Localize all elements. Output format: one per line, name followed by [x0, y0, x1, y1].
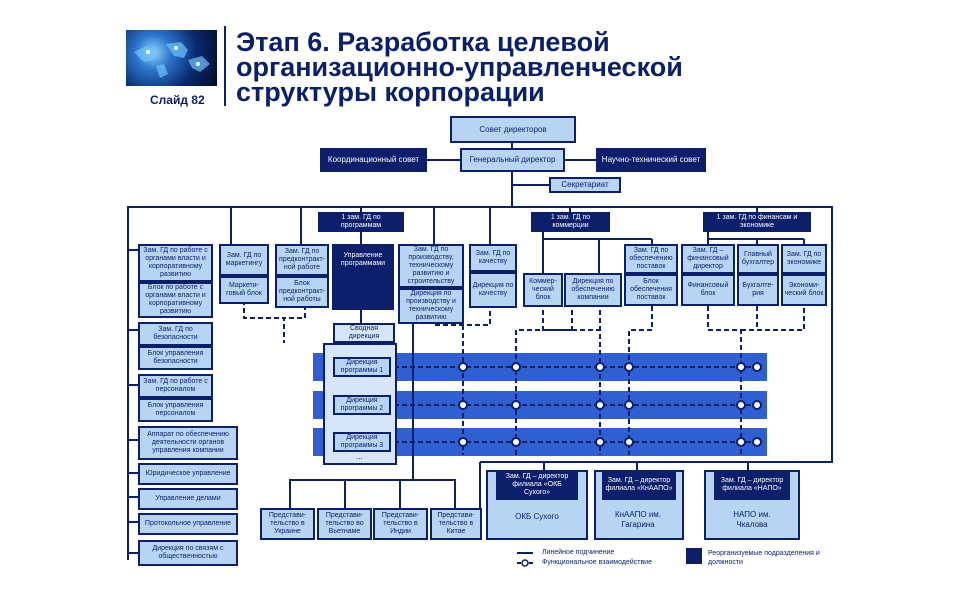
left-box-1: Зам. ГД по работе с органами власти и ко… [138, 244, 213, 282]
title-line-3: структуры корпорации [236, 77, 545, 107]
rep-china-box: Представи-тельство в Китае [430, 508, 482, 540]
rep-ukraine-box: Представи-тельство в Украине [260, 508, 315, 540]
economics-block-box: Экономи-ческий блок [781, 274, 827, 306]
more-programs-ellipsis: ... [356, 452, 363, 461]
precontract-block-box: Блок предконтракт-ной работы [275, 276, 329, 308]
vp-commerce-box: 1 зам. ГД по коммерции [531, 212, 610, 232]
board-of-directors-box: Совет директоров [450, 116, 576, 143]
legend-reorg-swatch [686, 548, 702, 564]
vp-supply-box: Зам. ГД по обеспечению поставок [624, 244, 678, 274]
page-title: Этап 6. Разработка целевой организационн… [236, 27, 936, 107]
coordination-council-box: Координационный совет [320, 148, 427, 172]
branch-knaapo-head-box: Зам. ГД – директор филиала «КнААПО» [602, 470, 676, 500]
legend-linear-label: Линейное подчинение [542, 549, 615, 556]
left-box-5: Зам. ГД по работе с персоналом [138, 374, 213, 398]
supply-block-box: Блок обеспечения поставок [624, 274, 678, 306]
vp-production-box: Зам. ГД по производству, техническому ра… [398, 244, 464, 288]
legend-reorg-label: Реорганизуемые подразделения и должности [708, 550, 820, 566]
title-line-1: Этап 6. Разработка целевой [236, 27, 610, 57]
vp-quality-box: Зам. ГД по качеству [469, 244, 517, 272]
left-box-8: Юридическое управление [138, 463, 238, 485]
branch-napo-label: НАПО им. Чкалова [733, 510, 771, 529]
left-box-9: Управление делами [138, 488, 238, 510]
globe-logo-image [126, 30, 217, 86]
finance-block-box: Финансовый блок [681, 274, 735, 306]
branch-okb-label: ОКБ Сухого [515, 512, 559, 521]
vp-precontract-box: Зам. ГД по предконтракт-ной работе [275, 244, 329, 276]
left-box-2: Блок по работе с органами власти и корпо… [138, 282, 213, 318]
rep-india-box: Представи-тельство в Индии [373, 508, 428, 540]
left-box-3: Зам. ГД по безопасности [138, 322, 213, 346]
commercial-block-box: Коммер-ческий блок [523, 273, 563, 307]
vp-finance-box: 1 зам. ГД по финансам и экономике [703, 212, 811, 232]
left-box-10: Протокольное управление [138, 513, 238, 535]
program-3-directorate-box: Дирекция программы 3 [333, 432, 391, 452]
program-1-directorate-box: Дирекция программы 1 [333, 357, 391, 377]
left-box-4: Блок управления безопасности [138, 346, 213, 370]
legend-functional-label: Функциональное взаимодействие [542, 559, 652, 566]
program-2-directorate-box: Дирекция программы 2 [333, 395, 391, 415]
left-box-11: Дирекция по связям с общественностью [138, 540, 238, 566]
left-box-6: Блок управления персоналом [138, 398, 213, 422]
world-map-icon [134, 42, 210, 78]
general-director-box: Генеральный директор [460, 148, 565, 172]
left-box-7: Аппарат по обеспечению деятельности орга… [138, 426, 238, 460]
secretariat-box: Секретариат [549, 177, 621, 193]
slide-number: Слайд 82 [150, 93, 205, 107]
cfo-box: Зам. ГД – финансовый директор [681, 244, 735, 274]
production-directorate-box: Дирекция по производству и техническому … [398, 288, 464, 324]
rep-vietnam-box: Представи-тельство во Вьетнаме [317, 508, 372, 540]
title-line-2: организационно-управленческой [236, 52, 683, 82]
scientific-council-box: Научно-технический совет [596, 148, 706, 172]
summary-directorate-box: Сводная дирекция [333, 323, 395, 343]
vp-marketing-box: Зам. ГД по маркетингу [219, 244, 269, 276]
branch-napo-head-box: Зам. ГД – директор филиала «НАПО» [714, 470, 790, 500]
vp-economics-box: Зам. ГД по экономике [781, 244, 827, 274]
header-divider [224, 26, 226, 106]
marketing-block-box: Маркети- говый блок [219, 276, 269, 304]
support-directorate-box: Дирекция по обеспечению компании [564, 273, 622, 307]
branch-knaapo-label: КнААПО им. Гагарина [614, 510, 662, 529]
accounting-box: Бухгалте-рия [737, 274, 779, 306]
chief-accountant-box: Главный бухгалтер [737, 244, 779, 274]
program-management-box: Управление программами [332, 244, 394, 310]
vp-programs-box: 1 зам. ГД по программам [318, 212, 404, 232]
branch-okb-head-box: Зам. ГД – директор филиала «ОКБ Сухого» [496, 470, 578, 500]
quality-directorate-box: Дирекция по качеству [469, 272, 517, 308]
